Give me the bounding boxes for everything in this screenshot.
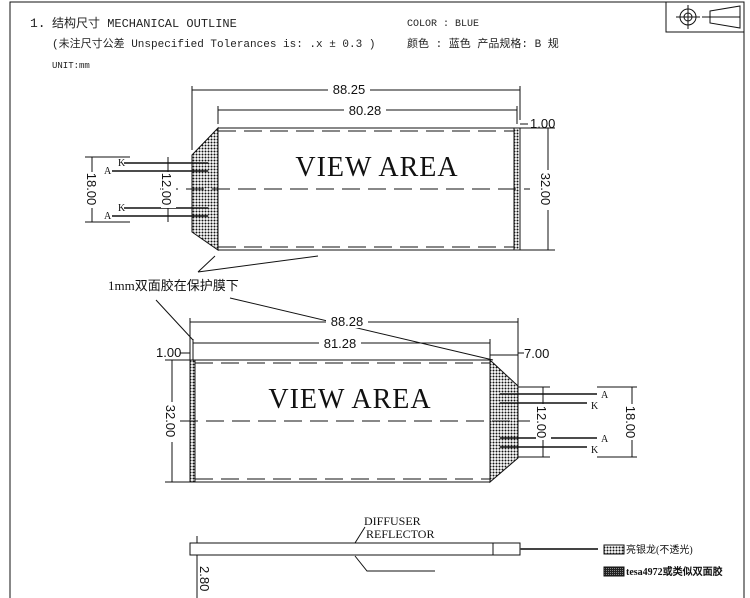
dim-overall: 88.28: [331, 314, 364, 329]
color-en: COLOR : BLUE: [407, 19, 479, 30]
top-view: VIEW AREA K A K A 88.25 80.28 1.00 32.00…: [84, 82, 556, 251]
legend-swatch: [603, 544, 625, 555]
adhesive-note: 1mm双面胶在保护膜下: [108, 278, 239, 293]
dim-pin-span: 18.00: [623, 406, 638, 439]
legend-label: tesa4972或类似双面胶: [626, 565, 723, 578]
color-cn: 颜色 : 蓝色 产品规格: B 规: [407, 36, 559, 51]
view-area-label: VIEW AREA: [295, 152, 458, 183]
cross-section: DIFFUSER REFLECTOR 2.80: [189, 514, 598, 598]
dim-view: 80.28: [349, 103, 382, 118]
pin-label: A: [601, 434, 609, 445]
dim-pin-span: 18.00: [84, 173, 99, 206]
pin-label: K: [118, 158, 126, 169]
dim-pin-inner: 12.00: [159, 173, 174, 206]
pin-label: K: [591, 401, 599, 412]
pin-label: A: [601, 390, 609, 401]
pin-label: K: [591, 445, 599, 456]
bottom-view: VIEW AREA A K A K 88.28 81.28 1.00 7.00 …: [156, 314, 640, 484]
section-number: 1.: [30, 16, 46, 31]
projection-symbol-icon: [665, 1, 745, 33]
dim-height: 32.00: [538, 173, 553, 206]
dim-pin-inner: 12.00: [534, 406, 549, 439]
dim-thickness: 2.80: [197, 566, 212, 591]
dim-led: 7.00: [524, 346, 549, 361]
drawing-frame: [9, 1, 745, 598]
reflector-label: REFLECTOR: [366, 527, 434, 541]
dim-overall: 88.25: [333, 82, 366, 97]
pin-label: A: [104, 211, 112, 222]
pin-label: K: [118, 203, 126, 214]
diffuser-label: DIFFUSER: [364, 514, 421, 528]
unit-note: UNIT:mm: [52, 61, 90, 71]
dim-edge: 1.00: [156, 345, 181, 360]
legend-swatch: [603, 566, 625, 577]
legend: 亮银龙(不透光) tesa4972或类似双面胶: [603, 543, 723, 578]
pin-label: A: [104, 166, 112, 177]
dim-height: 32.00: [163, 405, 178, 438]
legend-label: 亮银龙(不透光): [626, 543, 693, 556]
dim-view: 81.28: [324, 336, 357, 351]
drawing-title: 结构尺寸 MECHANICAL OUTLINE: [52, 15, 237, 31]
dim-edge: 1.00: [530, 116, 555, 131]
tolerance-note: (未注尺寸公差 Unspecified Tolerances is: .x ± …: [52, 36, 375, 51]
view-area-label: VIEW AREA: [268, 384, 431, 415]
